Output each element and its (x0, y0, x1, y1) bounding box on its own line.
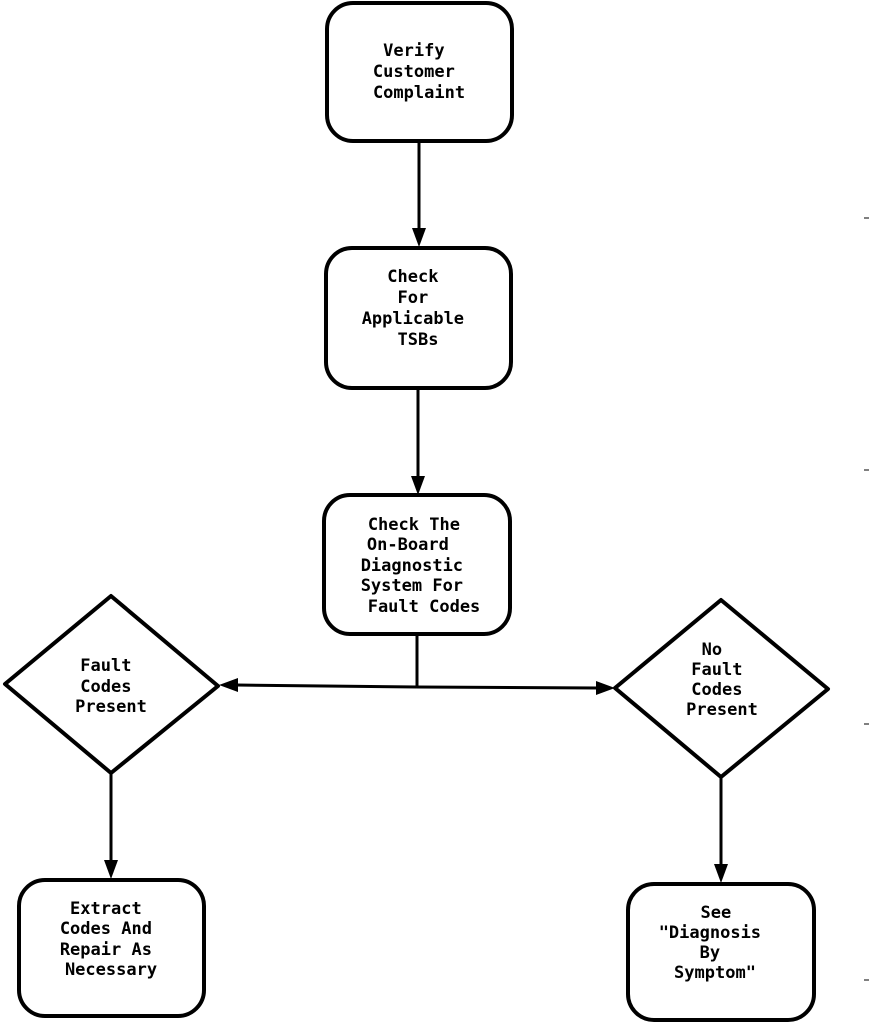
node-extract-text: Extract Codes And Repair As Necessary (60, 899, 162, 980)
node-verify-text: Verify Customer Complaint (373, 41, 465, 103)
edge-no-fault-to-symptom (714, 777, 728, 883)
decision-fault-present-text: Fault Codes Present (75, 656, 147, 717)
node-see-diagnosis-by-symptom: See "Diagnosis By Symptom" (626, 882, 816, 1022)
edge-verify-to-tsb (412, 141, 426, 247)
decision-no-fault-codes-present: No Fault Codes Present (613, 598, 830, 779)
decision-no-fault-text: No Fault Codes Present (686, 640, 758, 720)
node-obd-text: Check The On-Board Diagnostic System For… (361, 515, 481, 617)
decision-fault-codes-present: Fault Codes Present (3, 594, 220, 775)
edge-fault-present-to-extract (104, 773, 118, 879)
node-verify-customer-complaint: Verify Customer Complaint (325, 1, 514, 143)
node-check-applicable-tsbs: Check For Applicable TSBs (324, 246, 513, 390)
edge-tsb-to-obd (411, 388, 425, 495)
node-symptom-text: See "Diagnosis By Symptom" (659, 903, 772, 983)
node-tsb-text: Check For Applicable TSBs (362, 267, 475, 350)
node-extract-codes-and-repair: Extract Codes And Repair As Necessary (17, 878, 206, 1018)
node-check-on-board-diagnostic: Check The On-Board Diagnostic System For… (322, 493, 512, 636)
edge-junction-to-fault-present (219, 678, 418, 692)
edge-junction-to-no-fault (416, 681, 615, 695)
